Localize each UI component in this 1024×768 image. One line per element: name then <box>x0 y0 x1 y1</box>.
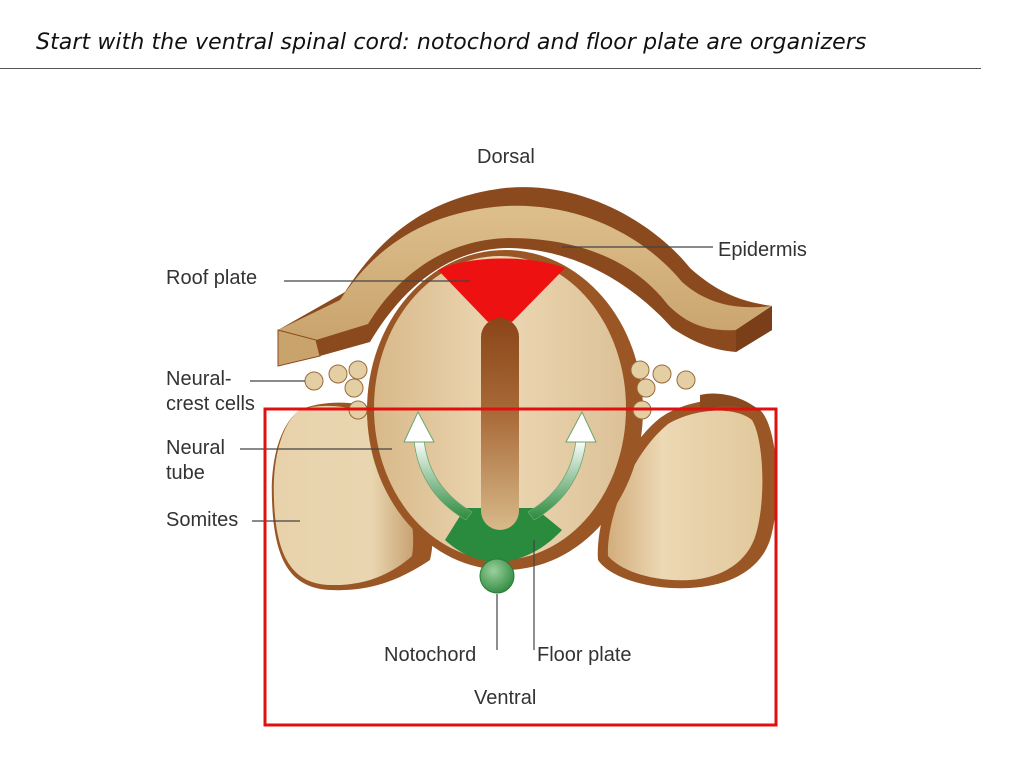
title-divider <box>0 68 981 69</box>
label-neural-tube-line2: tube <box>166 462 205 484</box>
somite-right <box>597 393 777 589</box>
roof-plate <box>438 258 565 322</box>
epidermis <box>277 187 772 367</box>
notochord <box>479 558 515 594</box>
epidermis-dark-layer <box>278 187 772 366</box>
signal-arrow-right <box>527 410 597 521</box>
label-notochord: Notochord <box>384 644 476 666</box>
label-dorsal: Dorsal <box>477 146 535 168</box>
signal-arrow-left <box>403 410 473 521</box>
label-roof-plate: Roof plate <box>166 267 257 289</box>
epidermis-light-layer <box>278 205 772 340</box>
label-somites: Somites <box>166 509 238 531</box>
slide-title: Start with the ventral spinal cord: noto… <box>36 30 867 55</box>
label-floor-plate: Floor plate <box>537 644 632 666</box>
ventral-highlight-box <box>263 407 778 727</box>
label-epidermis: Epidermis <box>718 239 807 261</box>
label-neural-crest-line1: Neural- <box>166 368 232 390</box>
floor-plate <box>445 508 562 562</box>
central-canal <box>481 318 519 530</box>
label-ventral: Ventral <box>474 687 536 709</box>
label-neural-crest-line2: crest cells <box>166 393 255 415</box>
label-neural-tube-line1: Neural <box>166 437 225 459</box>
